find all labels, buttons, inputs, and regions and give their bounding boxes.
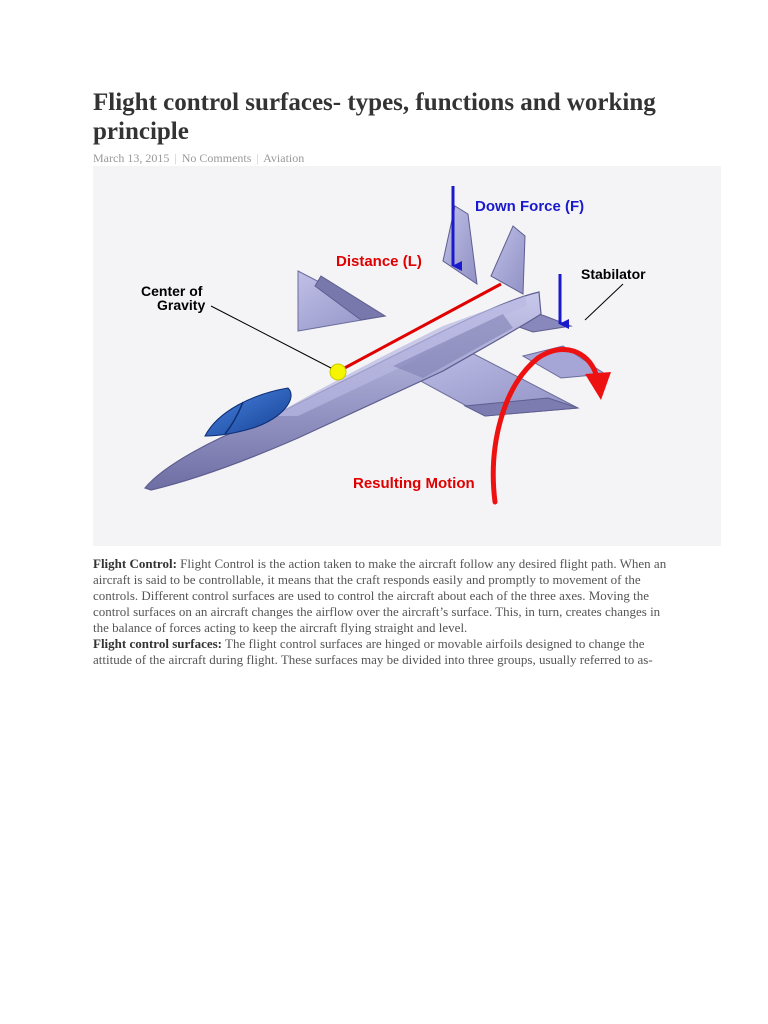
article-body: Flight Control: Flight Control is the ac… (93, 556, 673, 668)
article-meta: March 13, 2015 | No Comments | Aviation (93, 150, 725, 166)
canopy-frame (224, 401, 244, 435)
paragraph-text: Flight Control is the action taken to ma… (93, 556, 667, 635)
stabilator-leader-line (584, 283, 624, 321)
distance-label: Distance (L) (336, 253, 422, 270)
upper-wing-flap (314, 275, 387, 321)
vertical-tail-left (442, 205, 478, 286)
paragraph-flight-control: Flight Control: Flight Control is the ac… (93, 556, 673, 636)
post-date: March 13, 2015 (93, 151, 170, 165)
paragraph-flight-control-surfaces: Flight control surfaces: The flight cont… (93, 636, 673, 668)
paragraph-heading: Flight Control: (93, 556, 177, 571)
flight-control-diagram: Down Force (F) Distance (L) Center of Gr… (93, 166, 721, 546)
comments-link[interactable]: No Comments (181, 151, 252, 165)
cg-leader-line (210, 305, 332, 369)
vertical-tail-right (490, 225, 526, 295)
center-of-gravity-label-line2: Gravity (157, 297, 205, 313)
resulting-motion-label: Resulting Motion (353, 475, 475, 492)
article-title: Flight control surfaces- types, function… (93, 89, 656, 145)
paragraph-heading: Flight control surfaces: (93, 636, 223, 651)
canopy (204, 387, 292, 437)
lower-wing-flap (463, 397, 579, 417)
down-force-label: Down Force (F) (475, 198, 584, 215)
fuselage-top (273, 296, 527, 416)
article-header: Flight control surfaces- types, function… (93, 88, 725, 166)
center-of-gravity-label-line1: Center of (141, 283, 203, 299)
aircraft-illustration: Down Force (F) Distance (L) Center of Gr… (141, 186, 646, 505)
resulting-motion-arrowhead (585, 372, 611, 400)
stabilator-label: Stabilator (581, 266, 646, 282)
resulting-motion-arrow (490, 347, 599, 505)
meta-separator: | (256, 151, 259, 165)
center-of-gravity-dot (329, 363, 347, 381)
paragraph-text: The flight control surfaces are hinged o… (93, 636, 653, 667)
engine-intake (393, 314, 513, 378)
category-link[interactable]: Aviation (263, 151, 305, 165)
meta-separator: | (174, 151, 177, 165)
distance-line (338, 282, 502, 373)
